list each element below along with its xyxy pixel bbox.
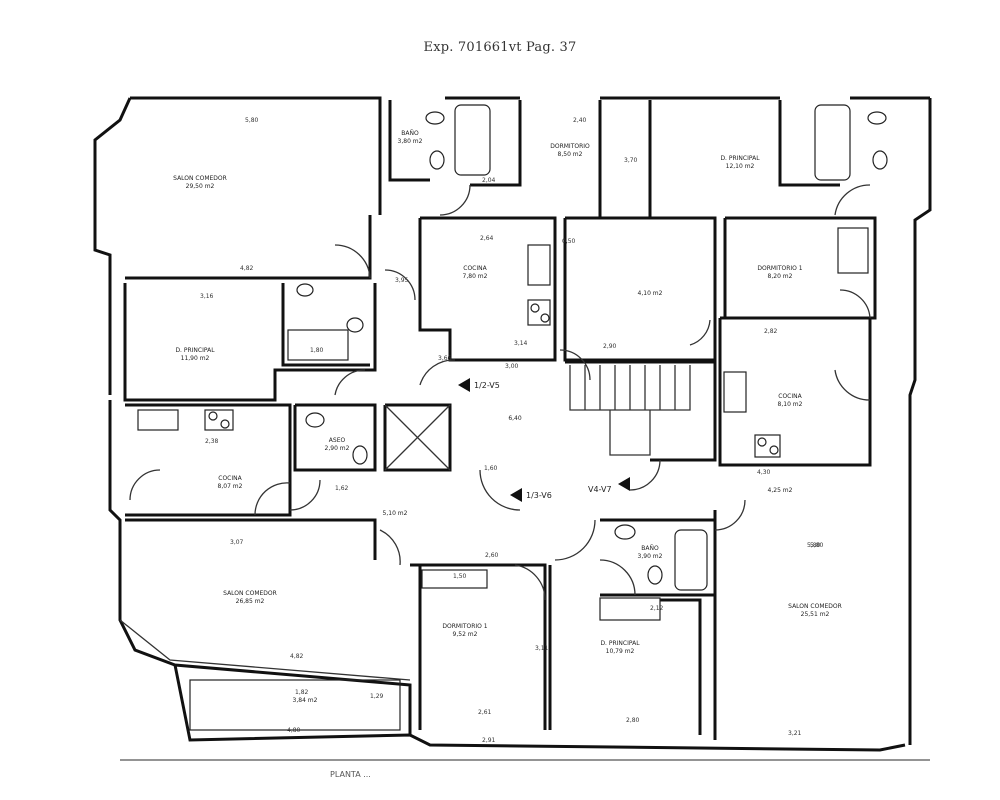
room-area: 26,85 m2 (236, 598, 265, 605)
footer-text: PLANTA ... (330, 770, 371, 779)
marker-arrow-icon (618, 477, 630, 491)
dimension: 1,29 (370, 693, 384, 700)
room-area: 2,90 m2 (325, 445, 350, 452)
room-area: 11,90 m2 (181, 355, 210, 362)
room-name: SALON COMEDOR (173, 175, 227, 182)
room-area: 8,50 m2 (558, 151, 583, 158)
room-area: 10,79 m2 (606, 648, 635, 655)
dimension: 4,82 (240, 265, 254, 272)
dimension: 3,66 (438, 355, 452, 362)
dimension: 3,21 (788, 730, 802, 737)
dimension: 2,40 (573, 117, 587, 124)
dimension: 3,11 (535, 645, 549, 652)
room-name: DORMITORIO 1 (757, 265, 802, 272)
room-name: SALON COMEDOR (223, 590, 277, 597)
room-name: SALON COMEDOR (788, 603, 842, 610)
dimension: 5,80 (810, 542, 824, 549)
room-area: 4,25 m2 (768, 487, 793, 494)
dimension: 5,80 (807, 542, 821, 549)
dimension: 1,50 (453, 573, 467, 580)
dimension: 1,80 (310, 347, 324, 354)
room-name: ASEO (329, 437, 346, 444)
dimension: 3,70 (624, 157, 638, 164)
dimension: 3,07 (230, 539, 244, 546)
room-labels: SALON COMEDOR 29,50 m2 BAÑO 3,80 m2 DORM… (173, 130, 842, 704)
marker-label: 1/2-V5 (474, 381, 500, 390)
room-area: 3,80 m2 (398, 138, 423, 145)
section-markers: 1/2-V5 1/3-V6 V4-V7 (458, 378, 630, 502)
dimension: 2,38 (205, 438, 219, 445)
door-swings (129, 184, 871, 601)
dimension: 0,50 (562, 238, 576, 245)
dimension: 2,12 (650, 605, 664, 612)
room-name: COCINA (778, 393, 802, 400)
room-area: 5,10 m2 (383, 510, 408, 517)
dimension: 3,95 (395, 277, 409, 284)
room-area: 3,84 m2 (293, 697, 318, 704)
dimension: 1,82 (295, 689, 309, 696)
marker-arrow-icon (510, 488, 522, 502)
room-area: 8,20 m2 (768, 273, 793, 280)
dimension: 4,30 (757, 469, 771, 476)
dimension: 2,82 (764, 328, 778, 335)
room-area: 8,07 m2 (218, 483, 243, 490)
dimension: 2,60 (485, 552, 499, 559)
dimension: 4,80 (287, 727, 301, 734)
dimension: 3,14 (514, 340, 528, 347)
dimension: 3,16 (200, 293, 214, 300)
dimension: 2,61 (478, 709, 492, 716)
room-area: 3,90 m2 (638, 553, 663, 560)
footer-text-glyphs: PLANTA ... (330, 770, 371, 779)
room-name: COCINA (463, 265, 487, 272)
interior-walls (123, 100, 877, 740)
room-area: 25,51 m2 (801, 611, 830, 618)
dimension: 2,64 (480, 235, 494, 242)
room-name: COCINA (218, 475, 242, 482)
marker-label: V4-V7 (588, 485, 612, 494)
dimension: 1,60 (484, 465, 498, 472)
room-area: 4,10 m2 (638, 290, 663, 297)
dimension: 2,91 (482, 737, 496, 744)
room-area: 8,10 m2 (778, 401, 803, 408)
dimension: 2,80 (626, 717, 640, 724)
room-name: BAÑO (641, 545, 659, 552)
outer-walls (93, 96, 932, 752)
room-name: D. PRINCIPAL (720, 155, 760, 162)
room-area: 6,40 (508, 415, 522, 422)
dimension: 2,90 (603, 343, 617, 350)
room-name: BAÑO (401, 130, 419, 137)
room-area: 9,52 m2 (453, 631, 478, 638)
room-area: 29,50 m2 (186, 183, 215, 190)
room-area: 7,80 m2 (463, 273, 488, 280)
room-name: DORMITORIO (550, 143, 590, 150)
page-header: Exp. 701661vt Pag. 37 (423, 40, 577, 55)
room-area: 12,10 m2 (726, 163, 755, 170)
footer-caption: PLANTA ... (330, 768, 490, 780)
dimension: 2,04 (482, 177, 496, 184)
room-name: D. PRINCIPAL (175, 347, 215, 354)
marker-arrow-icon (458, 378, 470, 392)
marker-label: 1/3-V6 (526, 491, 552, 500)
room-name: DORMITORIO 1 (442, 623, 487, 630)
fixtures (137, 104, 888, 731)
dimension-labels: 5,80 4,82 2,40 2,64 3,16 3,95 1,80 2,38 … (200, 117, 824, 744)
room-name: D. PRINCIPAL (600, 640, 640, 647)
dimension: 1,62 (335, 485, 349, 492)
dimension: 4,82 (290, 653, 304, 660)
dimension: 3,00 (505, 363, 519, 370)
dimension: 5,80 (245, 117, 259, 124)
